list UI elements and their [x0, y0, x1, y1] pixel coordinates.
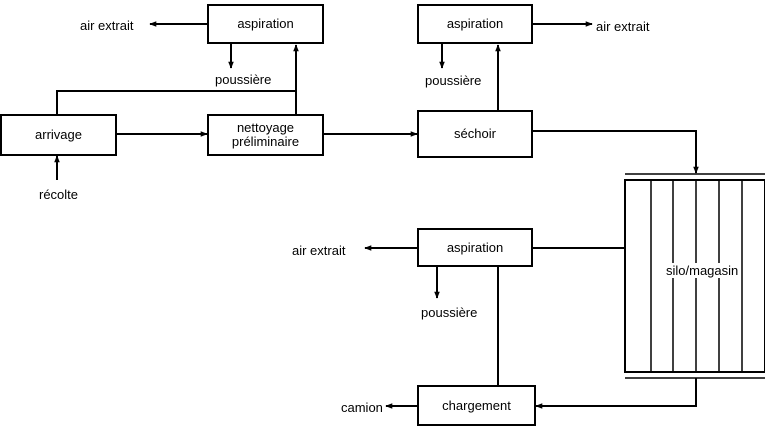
arrivage-label: arrivage	[35, 127, 82, 142]
connector-arrivage-up	[56, 90, 296, 115]
poussiere-label-1: poussière	[215, 72, 272, 87]
poussiere-label-2: poussière	[425, 73, 482, 88]
nettoyage-label-line2: préliminaire	[231, 134, 300, 149]
sechoir-label: séchoir	[454, 126, 496, 141]
camion-label: camion	[341, 400, 383, 415]
nettoyage-box: nettoyage préliminaire	[207, 114, 324, 156]
aspiration-box-2: aspiration	[417, 4, 533, 44]
air-extrait-label-3: air extrait	[292, 243, 346, 258]
chargement-label: chargement	[442, 397, 511, 413]
recolte-label: récolte	[39, 187, 79, 202]
arrow-silo-chargement	[535, 378, 697, 409]
arrow-sechoir-silo	[532, 130, 699, 174]
chargement-box: chargement	[417, 385, 536, 426]
nettoyage-label-line1: nettoyage	[236, 120, 295, 135]
sechoir-box: séchoir	[417, 110, 533, 158]
air-extrait-label-2: air extrait	[596, 19, 650, 34]
aspiration-box-1: aspiration	[207, 4, 324, 44]
aspiration-1-label: aspiration	[237, 16, 294, 31]
arrivage-box: arrivage	[0, 114, 117, 156]
poussiere-label-3: poussière	[421, 305, 478, 320]
silo-label: silo/magasin	[665, 263, 740, 278]
air-extrait-label-1: air extrait	[80, 18, 134, 33]
aspiration-2-label: aspiration	[446, 16, 504, 31]
aspiration-box-3: aspiration	[417, 228, 533, 267]
aspiration-3-label: aspiration	[446, 239, 504, 255]
